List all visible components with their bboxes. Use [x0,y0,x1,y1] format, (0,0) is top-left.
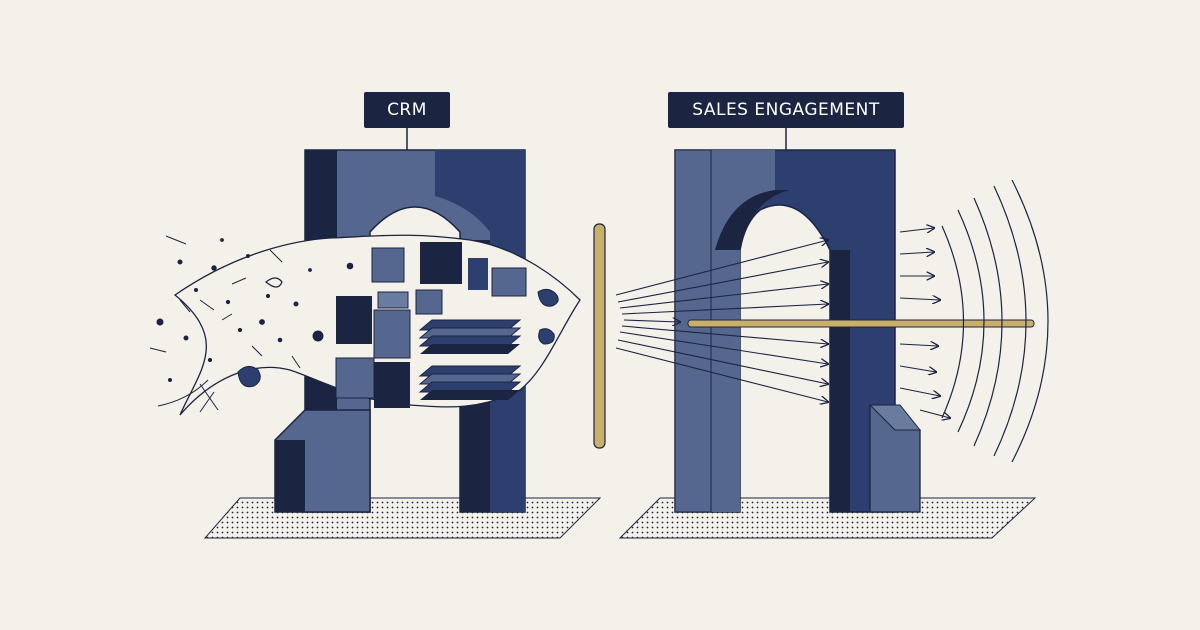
crm-blob-piece [538,328,555,345]
crm-noise-particles [149,235,354,413]
crm-block [373,309,411,359]
crm-block [374,362,410,408]
crm-blob-piece [537,288,559,307]
se-arch-lower-block-top [868,404,922,431]
crm-block [335,357,375,399]
crm-arch-right-face [435,150,525,512]
crm-block [336,296,372,344]
sales-engagement-label: SALES ENGAGEMENT [668,92,904,128]
se-radiating-arcs [941,179,1049,463]
crm-block [415,289,443,315]
crm-arch-lower-left-shade [275,440,305,512]
crm-blob-piece [237,366,261,388]
se-inbound-arrows [615,240,828,402]
crm-block [491,267,527,297]
crm-ground-shadow [203,497,602,539]
se-gold-beam [687,319,1035,328]
crm-data-blob [173,234,581,416]
se-arch-inner-jamb [830,250,850,512]
crm-stack-lower [418,365,522,400]
crm-stack-upper [418,319,522,354]
se-arch [618,128,1037,539]
divider-rod [593,223,606,449]
se-arch-inner-top [715,190,790,250]
crm-blob-piece [265,277,283,288]
crm-label: CRM [364,92,450,128]
crm-block [420,242,462,284]
crm-block [371,247,405,283]
crm-block [377,291,409,309]
se-outbound-arrows [899,228,950,418]
crm-block [468,258,488,290]
